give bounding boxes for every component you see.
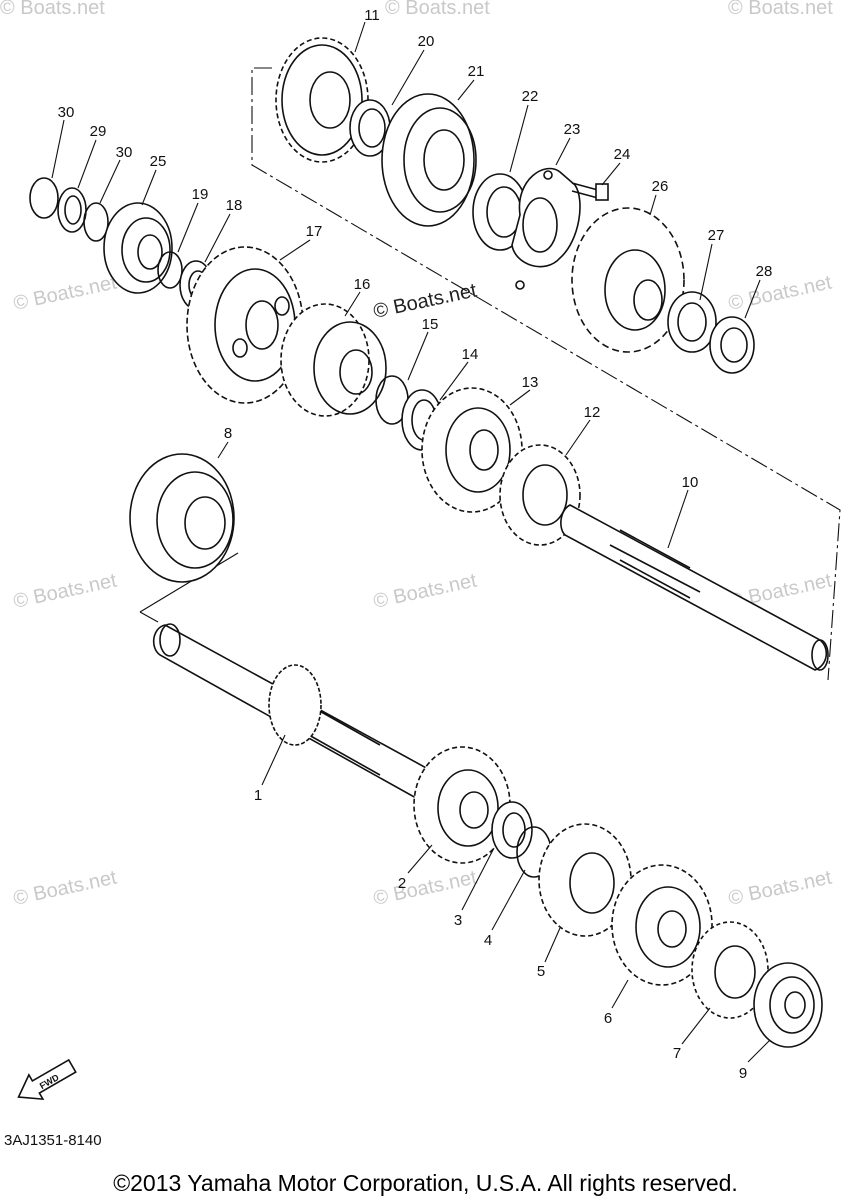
- part-label-2: 2: [398, 875, 406, 892]
- circlip-30: [83, 202, 109, 242]
- washer-3: [491, 801, 533, 859]
- gear-16: [280, 303, 387, 417]
- part-label-11: 11: [364, 7, 380, 24]
- gear-6: [611, 864, 713, 986]
- part-label-10: 10: [682, 474, 699, 491]
- axle-10: [560, 504, 829, 671]
- sprocket-26: [571, 207, 685, 353]
- watermark: © Boats.net: [11, 866, 119, 909]
- bearing-25: [103, 202, 173, 294]
- copyright-notice: ©2013 Yamaha Motor Corporation, U.S.A. A…: [113, 1170, 738, 1196]
- part-label-21: 21: [468, 63, 485, 80]
- part-label-20: 20: [418, 33, 435, 50]
- part-label-28: 28: [756, 263, 773, 280]
- circlip-30: [29, 177, 59, 219]
- diagram-code: 3AJ1351-8140: [4, 1132, 102, 1149]
- watermark: © Boats.net: [371, 569, 479, 612]
- watermark: © Boats.net: [371, 866, 479, 909]
- part-label-5: 5: [537, 963, 545, 980]
- gear-12: [499, 444, 581, 546]
- part-label-13: 13: [522, 374, 539, 391]
- part-label-4: 4: [484, 932, 492, 949]
- watermark: © Boats.net: [385, 0, 490, 19]
- axle-1-gear: [268, 664, 322, 746]
- part-label-7: 7: [673, 1045, 681, 1062]
- lock-washer-27: [667, 291, 717, 353]
- plate-23: [511, 167, 581, 290]
- part-label-16: 16: [354, 276, 371, 293]
- part-label-18: 18: [226, 197, 243, 214]
- part-labels: 11 20 21 22 23 24 26 27 28 30 29 30 25 1…: [58, 7, 773, 1082]
- part-label-30: 30: [116, 144, 133, 161]
- part-label-29: 29: [90, 123, 107, 140]
- part-label-3: 3: [454, 912, 462, 929]
- part-label-23: 23: [564, 121, 581, 138]
- watermark: © Boats.net: [726, 866, 834, 909]
- part-label-15: 15: [422, 316, 439, 333]
- bearing-8: [129, 453, 235, 583]
- part-label-30: 30: [58, 104, 75, 121]
- watermark: © Boats.net: [11, 569, 119, 612]
- bearing-9: [753, 962, 823, 1048]
- part-label-1: 1: [254, 787, 262, 804]
- part-label-26: 26: [652, 178, 669, 195]
- watermark: © Boats.net: [728, 0, 833, 19]
- washer-29: [57, 187, 87, 233]
- bolt-24: [571, 182, 609, 201]
- nut-28: [709, 316, 755, 374]
- watermark: © Boats.net: [726, 271, 834, 314]
- part-label-14: 14: [462, 346, 479, 363]
- part-label-22: 22: [522, 88, 539, 105]
- part-label-25: 25: [150, 153, 167, 170]
- fwd-arrow-icon: FWD: [17, 1058, 77, 1101]
- drive-shaft-group: [29, 37, 829, 671]
- bearing-21: [381, 93, 477, 227]
- part-label-17: 17: [306, 223, 323, 240]
- part-label-24: 24: [614, 146, 631, 163]
- part-label-12: 12: [584, 404, 601, 421]
- part-label-6: 6: [604, 1010, 612, 1027]
- circlip-19: [157, 251, 183, 289]
- main-shaft-group: [129, 453, 823, 1048]
- assembly-brackets: [139, 67, 841, 681]
- part-label-27: 27: [708, 227, 725, 244]
- part-label-8: 8: [224, 425, 232, 442]
- part-label-19: 19: [192, 186, 209, 203]
- watermark: © Boats.net: [0, 0, 105, 19]
- watermark: © Boats.net: [11, 271, 119, 314]
- part-label-9: 9: [739, 1065, 747, 1082]
- leader-lines: [51, 21, 771, 1063]
